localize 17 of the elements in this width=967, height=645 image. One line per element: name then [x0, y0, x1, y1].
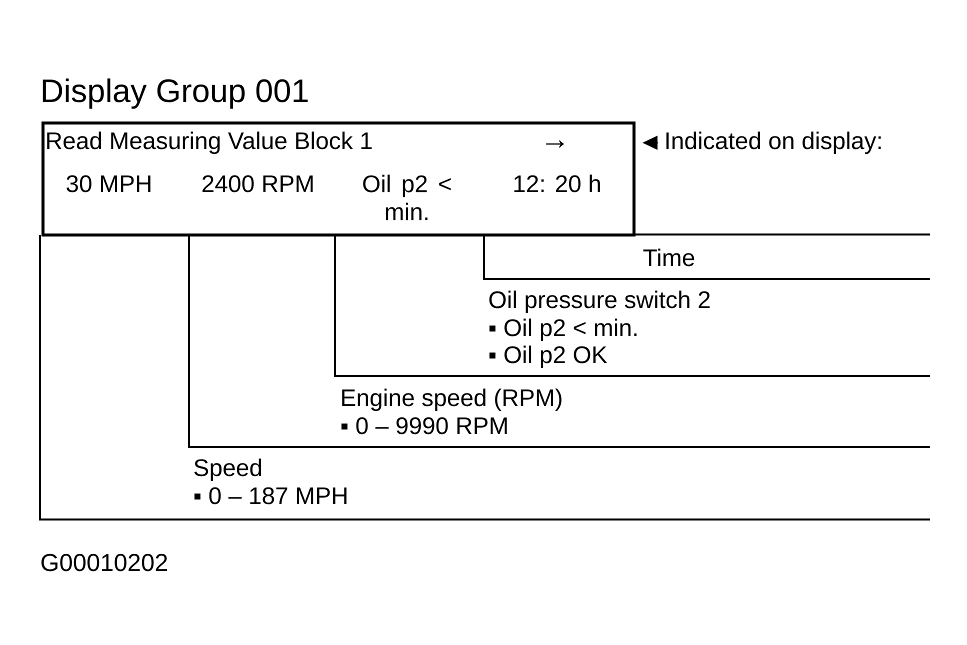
- list-item: ▪ Oil p2 OK: [489, 346, 608, 368]
- display-heading: Read Measuring Value Block 1: [47, 132, 372, 154]
- list-item: ▪ 0 – 187 MPH: [194, 487, 346, 504]
- arrow-symbol: →: [546, 140, 564, 148]
- heading-text: Oil pressure switch 2: [489, 290, 710, 313]
- display-value: 2400 RPM: [202, 175, 313, 192]
- callout-text: Indicated on display:: [666, 132, 881, 154]
- diagram-title: Display Group 001: [42, 78, 308, 109]
- display-value: Oil p2 < min.: [363, 174, 451, 220]
- display-value: 30 MPH: [66, 175, 150, 192]
- heading-text: Engine speed (RPM): [342, 388, 562, 411]
- display-value: 12: 20 h: [514, 174, 600, 192]
- heading-text: Speed: [194, 458, 262, 481]
- list-item: ▪ 0 – 9990 RPM: [341, 417, 507, 434]
- list-item: ▪ Oil p2 < min.: [489, 318, 637, 341]
- figure-number: G00010202: [41, 554, 167, 572]
- heading-text: Time: [643, 248, 694, 266]
